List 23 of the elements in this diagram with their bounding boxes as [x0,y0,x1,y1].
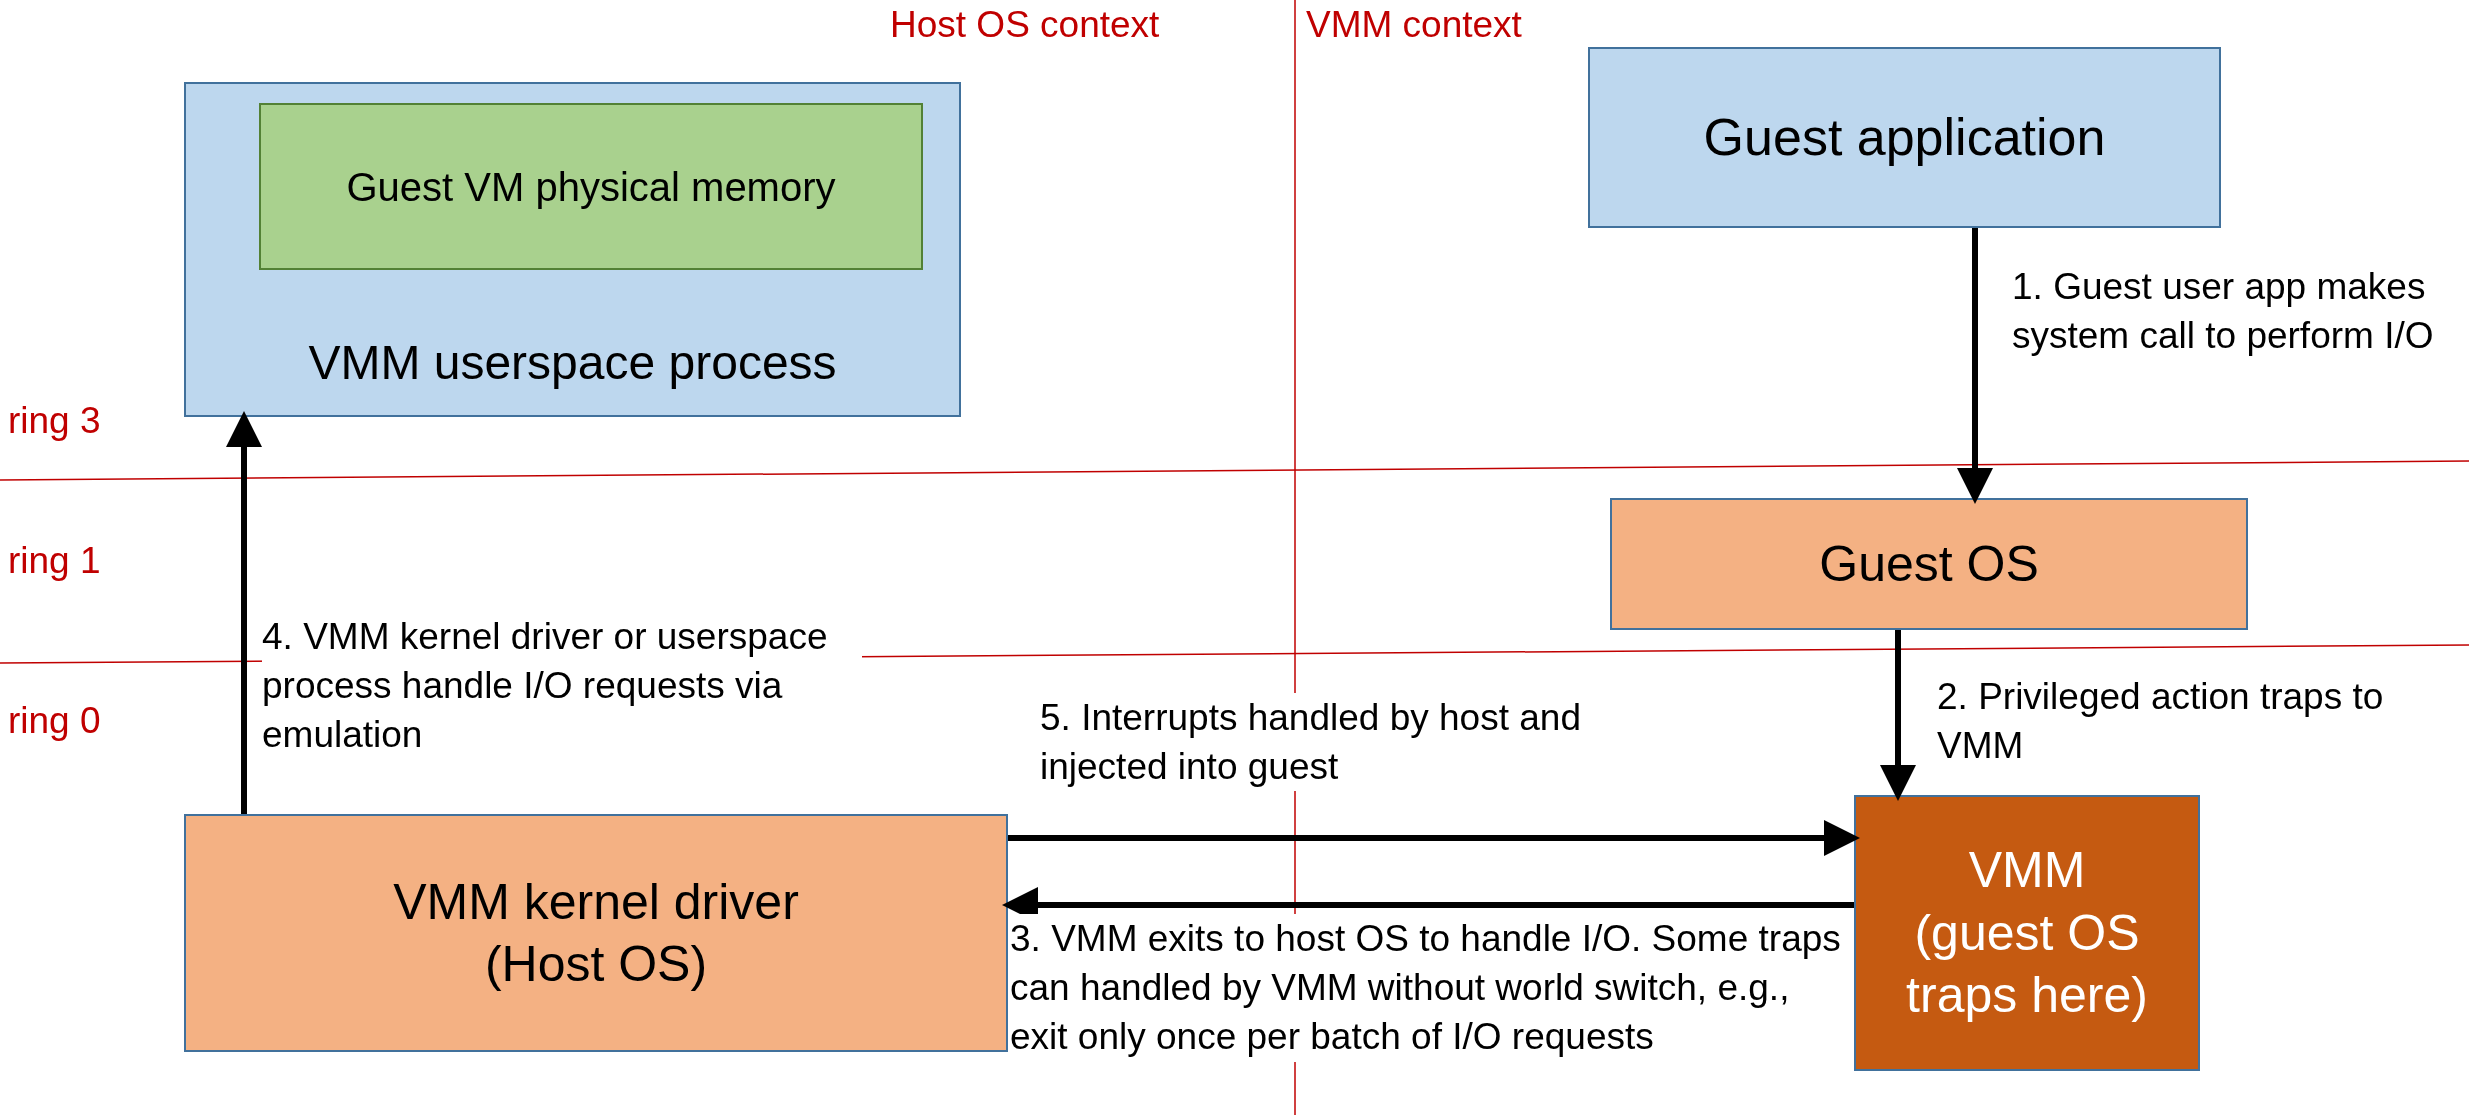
process-box [1854,795,2200,1071]
ring-label: ring 1 [8,540,101,582]
process-box [184,82,961,417]
context-label: VMM context [1306,4,1522,46]
box-label: Guest OS [1819,534,2039,594]
process-box [184,814,1008,1052]
context-label: Host OS context [890,4,1160,46]
arrow [1880,630,1916,801]
box-label: VMM userspace process [308,335,837,391]
process-box [1610,498,2248,630]
process-box [1588,47,2221,228]
box-label: (Host OS) [484,935,708,994]
ring-label: ring 3 [8,400,101,442]
box-label: VMM [1968,841,2086,901]
arrow [1957,228,1993,504]
memory-box [259,103,923,270]
arrow [226,411,262,814]
box-label: Guest application [1703,107,2106,168]
box-label: VMM kernel driver [393,872,799,932]
arrow [1008,820,1860,856]
ring-label: ring 0 [8,700,101,742]
box-label: (guest OS traps here) [1905,903,2149,1026]
box-label: Guest VM physical memory [346,163,836,211]
